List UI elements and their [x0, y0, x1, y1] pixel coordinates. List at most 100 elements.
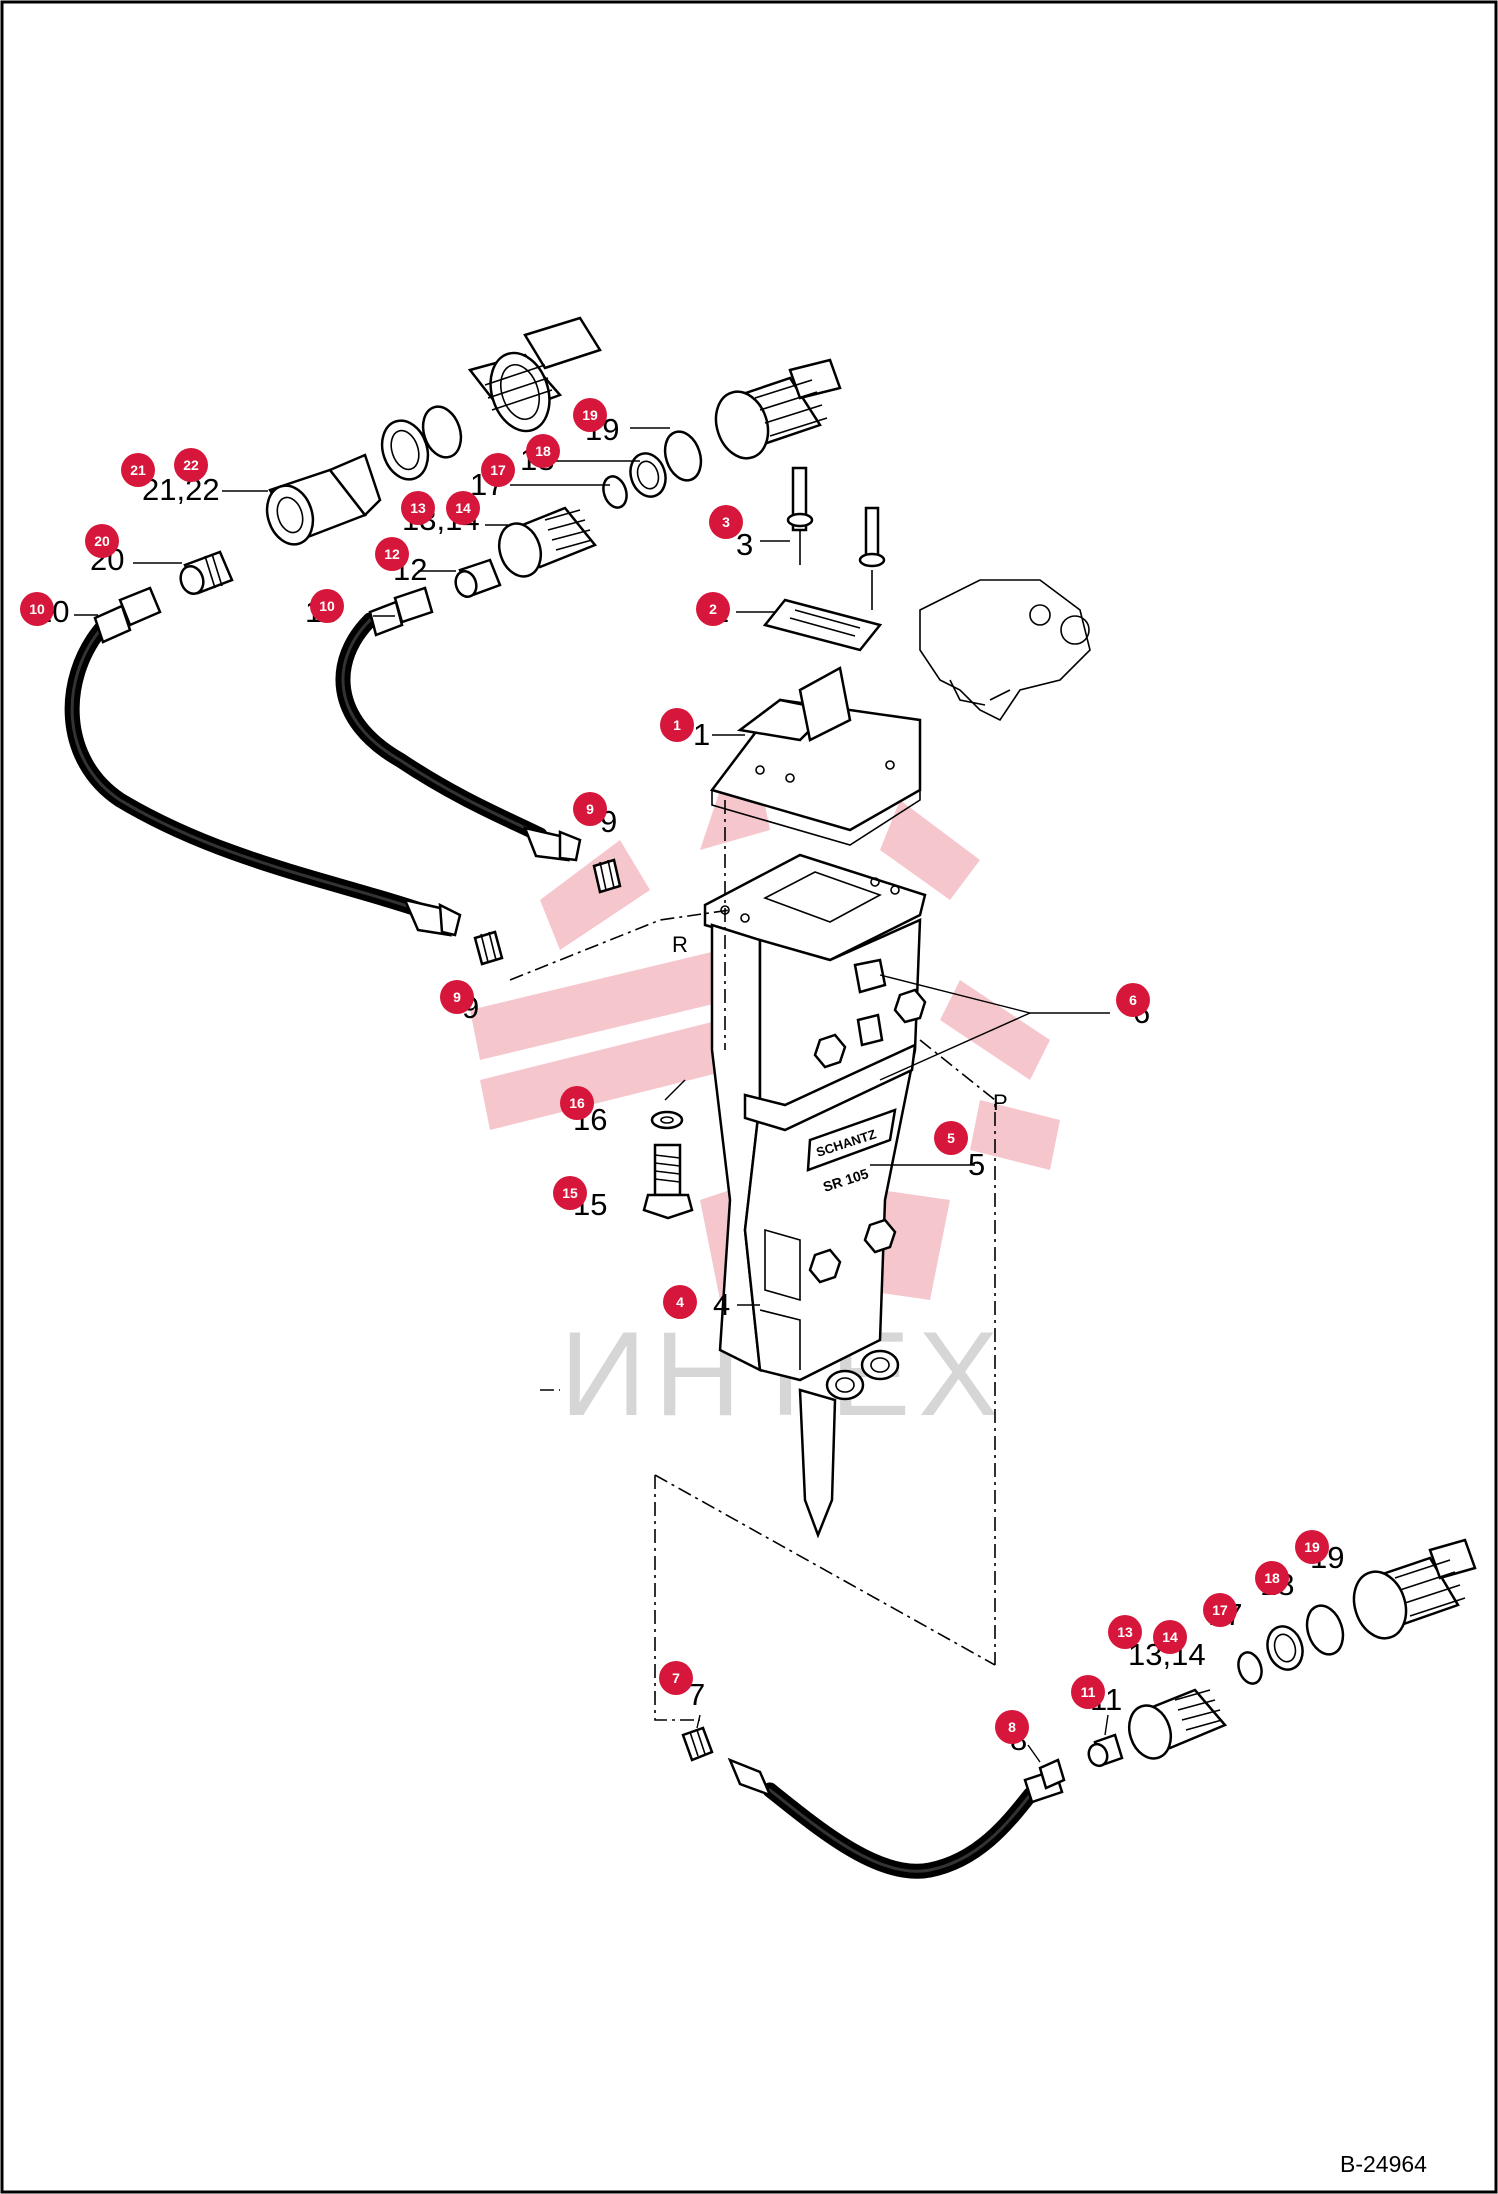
- callout-5[interactable]: 5: [934, 1121, 968, 1155]
- quick-coupler-female-lower: [1352, 1538, 1477, 1640]
- washer-16: [650, 1110, 684, 1130]
- callout-18-upper[interactable]: 18: [526, 434, 560, 468]
- callout-15[interactable]: 15: [553, 1176, 587, 1210]
- mounting-bracket-1: [709, 666, 922, 846]
- upper-middle-coupler-group: [454, 358, 842, 598]
- callout-7[interactable]: 7: [659, 1661, 693, 1695]
- upper-left-coupler-group: [179, 316, 602, 595]
- o-ring-small-lower: [1237, 1651, 1263, 1685]
- male-coupler-21-22: [265, 453, 382, 546]
- svg-text:15: 15: [562, 1185, 578, 1201]
- label-4: 4: [713, 1287, 730, 1322]
- part-number-labels: 21,22 20 10 10 13,14 12 17 18 19 3 2 1 9…: [35, 412, 1344, 1757]
- svg-text:14: 14: [455, 500, 471, 516]
- callout-8[interactable]: 8: [995, 1710, 1029, 1744]
- hose-pressure-8: [727, 1757, 1066, 1879]
- callout-16[interactable]: 16: [560, 1086, 594, 1120]
- seal-ring-lower: [1266, 1625, 1304, 1671]
- o-ring-upper-right: [663, 430, 703, 482]
- callout-17-lower[interactable]: 17: [1203, 1593, 1237, 1627]
- callout-1[interactable]: 1: [660, 708, 694, 742]
- callout-13-upper[interactable]: 13: [401, 491, 435, 525]
- svg-text:22: 22: [183, 457, 199, 473]
- svg-text:19: 19: [1304, 1539, 1320, 1555]
- svg-text:18: 18: [1264, 1570, 1280, 1586]
- svg-text:8: 8: [1008, 1719, 1016, 1735]
- svg-text:17: 17: [490, 462, 506, 478]
- svg-text:18: 18: [535, 443, 551, 459]
- nuts: [808, 988, 927, 1284]
- lower-coupler-group: [681, 1538, 1477, 1879]
- callout-10-left[interactable]: 10: [20, 592, 54, 626]
- svg-text:13: 13: [410, 500, 426, 516]
- nipple-9-lower: [473, 930, 504, 966]
- label-5: 5: [968, 1147, 985, 1182]
- bolt-15: [642, 1143, 694, 1220]
- callout-3[interactable]: 3: [709, 505, 743, 539]
- male-coupler-13-14-upper: [497, 506, 598, 578]
- hose-left-return: [64, 586, 462, 937]
- callout-12[interactable]: 12: [375, 537, 409, 571]
- svg-text:9: 9: [586, 801, 594, 817]
- callout-20[interactable]: 20: [85, 524, 119, 558]
- callout-4[interactable]: 4: [663, 1285, 697, 1319]
- callout-19-upper[interactable]: 19: [573, 398, 607, 432]
- svg-text:10: 10: [319, 598, 335, 614]
- callout-19-lower[interactable]: 19: [1295, 1530, 1329, 1564]
- breaker-body-4: SCHANTZ SR 105: [703, 853, 927, 1539]
- drawing-number: B-24964: [1340, 2151, 1427, 2177]
- callout-14-lower[interactable]: 14: [1153, 1620, 1187, 1654]
- o-ring-lower: [1305, 1604, 1345, 1656]
- svg-text:11: 11: [1081, 1684, 1096, 1700]
- callout-10-middle[interactable]: 10: [310, 589, 344, 623]
- male-coupler-13-14-lower: [1127, 1688, 1228, 1760]
- svg-text:9: 9: [453, 989, 461, 1005]
- label-1: 1: [693, 717, 710, 752]
- port-r-label: R: [672, 932, 688, 957]
- o-ring-small-upper: [602, 475, 628, 509]
- svg-text:1: 1: [673, 717, 681, 733]
- svg-text:13: 13: [1117, 1624, 1133, 1640]
- callout-9-upper[interactable]: 9: [573, 792, 607, 826]
- callout-17-upper[interactable]: 17: [481, 453, 515, 487]
- quick-coupler-female-upper-right: [714, 358, 842, 460]
- quick-coupler-female-upper: [467, 316, 602, 433]
- seal-ring-upper-right: [629, 452, 667, 498]
- o-ring-upper-left: [421, 405, 463, 459]
- svg-text:17: 17: [1212, 1602, 1228, 1618]
- svg-text:19: 19: [582, 407, 598, 423]
- svg-text:4: 4: [676, 1294, 684, 1310]
- bottom-bushings: [825, 1349, 900, 1401]
- hose-middle-return: [335, 586, 582, 862]
- callout-2[interactable]: 2: [696, 592, 730, 626]
- callout-9-lower[interactable]: 9: [440, 980, 474, 1014]
- adapter-11: [1087, 1733, 1124, 1768]
- leader-lines: [74, 427, 1110, 1763]
- port-p-label: P: [993, 1090, 1008, 1115]
- svg-text:14: 14: [1162, 1629, 1178, 1645]
- callout-13-lower[interactable]: 13: [1108, 1615, 1142, 1649]
- svg-text:3: 3: [722, 514, 730, 530]
- svg-text:2: 2: [709, 601, 717, 617]
- nipple-9-upper: [592, 858, 622, 894]
- svg-text:7: 7: [672, 1670, 680, 1686]
- callout-18-lower[interactable]: 18: [1255, 1561, 1289, 1595]
- pins-3: [786, 466, 886, 610]
- callout-21[interactable]: 21: [121, 453, 155, 487]
- excavator-quick-attach: [919, 579, 1091, 722]
- svg-text:21: 21: [130, 462, 146, 478]
- label-7: 7: [688, 1677, 705, 1712]
- callout-22[interactable]: 22: [174, 448, 208, 482]
- callout-markers: 21 22 20 10 10 13 14 12 17 18 19 3 2 1 9…: [20, 398, 1329, 1744]
- callout-6[interactable]: 6: [1116, 983, 1150, 1017]
- svg-text:16: 16: [569, 1095, 585, 1111]
- adapter-12: [454, 558, 502, 598]
- svg-text:10: 10: [29, 601, 45, 617]
- adapter-20: [179, 550, 234, 595]
- callout-14-upper[interactable]: 14: [446, 491, 480, 525]
- callout-11[interactable]: 11: [1071, 1675, 1105, 1709]
- reference-lines: [509, 800, 996, 1721]
